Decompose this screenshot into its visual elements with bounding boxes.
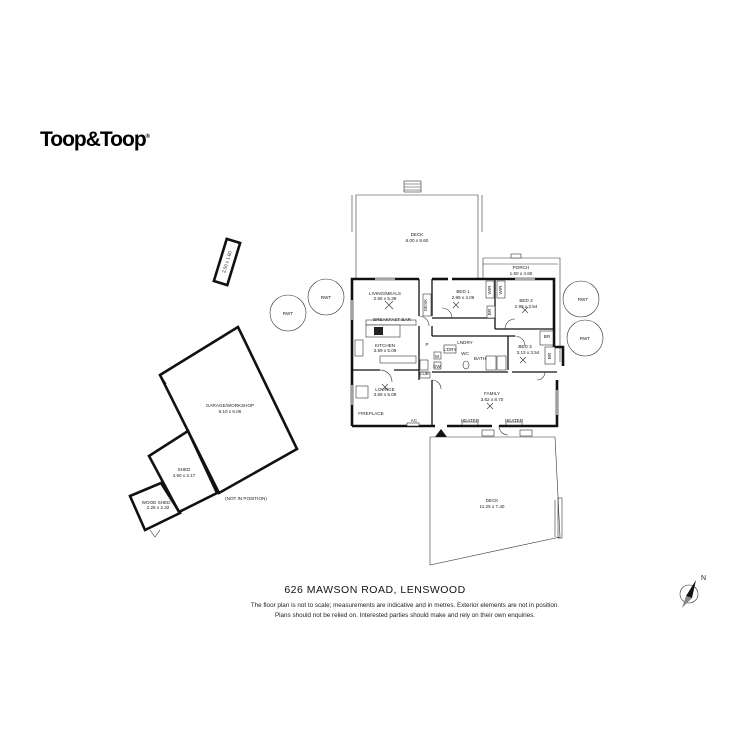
family-name: FAMILY	[484, 391, 500, 396]
small-shed: 2.50 x 1.80	[212, 237, 242, 287]
rainwater-tanks: RWT RWT RWT RWT	[269, 278, 604, 357]
disclaimer-line-1: The floor plan is not to scale; measurem…	[250, 602, 560, 609]
lounge-dims: 3.59 x 5.09	[374, 392, 397, 397]
entry-arrow-icon	[435, 429, 447, 437]
porch: PORCH 1.50 x 4.80	[482, 253, 561, 362]
porch-dims: 1.50 x 4.80	[510, 271, 533, 276]
south-arrow-icon	[682, 596, 692, 608]
fireplace-label: FIREPLACE	[358, 411, 384, 416]
desk-label: DESK	[423, 298, 428, 311]
rwt-label-3: RWT	[578, 297, 589, 302]
br-label-bed3b: BR	[547, 352, 552, 359]
garage-name: GARAGE/WORKSHOP	[206, 403, 254, 408]
disclaimer-line-2: Plans should not be relied on. Intereste…	[274, 612, 536, 619]
wir-label-bed1: WIR	[487, 285, 492, 295]
w-label: W	[435, 354, 440, 359]
ac-label: AC	[411, 418, 418, 423]
br-label-bed1: BR	[487, 308, 492, 315]
deck-bottom-dims: 11.25 x 7.40	[480, 504, 505, 509]
brand-registered-mark: ®	[145, 134, 151, 140]
rwt-label-2: RWT	[321, 295, 332, 300]
family-dims: 3.62 x 8.70	[481, 397, 504, 402]
bed2-dims: 2.99 x 3.54	[515, 304, 538, 309]
bed1-name: BED 1	[456, 289, 470, 294]
woodshed-dims: 2.28 x 2.32	[147, 505, 170, 510]
bed2-name: BED 2	[519, 298, 533, 303]
bed3-dims: 3.13 x 3.54	[517, 350, 540, 355]
fixtures	[354, 293, 529, 427]
cub-label: CUB	[419, 371, 429, 376]
rwt-tank-1	[269, 294, 307, 332]
deck-top: DECK 6.00 x 8.60	[351, 180, 483, 278]
shed-name: SHED	[178, 467, 191, 472]
bath-label: BATH	[474, 356, 486, 361]
disclaimer: The floor plan is not to scale; measurem…	[0, 601, 750, 621]
deck-top-dims: 6.00 x 8.60	[406, 238, 429, 243]
garage-dims: 9.10 x 6.06	[219, 409, 242, 414]
breakfast-bar-label: BREAKFAST BAR	[373, 317, 411, 322]
heater-label-1: HEATER	[461, 418, 480, 423]
woodshed-name: WOOD SHED	[142, 500, 172, 505]
rwt-tank-3	[562, 280, 600, 318]
kitchen-name: KITCHEN	[375, 343, 395, 348]
pantry-label: P	[425, 342, 428, 347]
compass-label: N	[701, 575, 706, 582]
brand-name: Toop&Toop	[40, 128, 147, 151]
compass: N	[679, 575, 706, 608]
br-label-bed3: BR	[544, 334, 551, 339]
lndry-label: LNDRY	[457, 340, 473, 345]
ldry-label: L'DRY	[443, 347, 456, 352]
north-arrow-icon	[686, 580, 696, 598]
wc-label: WC	[461, 351, 469, 356]
bed1-dims: 2.99 x 4.06	[452, 295, 475, 300]
rwt-label-1: RWT	[283, 311, 294, 316]
windows	[351, 278, 558, 415]
kitchen-dims: 3.59 x 5.09	[374, 348, 397, 353]
heater-label-2: HEATER	[505, 418, 524, 423]
house-walls	[350, 277, 565, 436]
bed3-name: BED 3	[518, 344, 532, 349]
deck-top-name: DECK	[411, 232, 425, 237]
lounge-name: LOUNGE	[375, 387, 394, 392]
wir-label-bed2: WIR	[498, 285, 503, 295]
rwt-tank-4	[566, 319, 604, 357]
not-in-position-label: (NOT IN POSITION)	[225, 496, 267, 501]
living-dims: 2.65 x 5.39	[374, 296, 397, 301]
dw-label: DW	[433, 364, 441, 369]
room-labels: LIVING/MEALS 2.65 x 5.39 BED 1 2.99 x 4.…	[358, 285, 552, 423]
brand-logo: Toop&Toop®	[40, 128, 150, 152]
wood-shed: WOOD SHED 2.28 x 2.32	[128, 481, 182, 538]
deck-bottom: DECK 11.25 x 7.40	[429, 429, 563, 566]
compass-ring	[679, 584, 699, 604]
deck-bottom-name: DECK	[486, 498, 500, 503]
property-address: 626 MAWSON ROAD, LENSWOOD	[284, 584, 466, 596]
porch-name: PORCH	[513, 265, 530, 270]
rwt-tank-2	[307, 278, 345, 316]
rwt-label-4: RWT	[580, 336, 591, 341]
living-name: LIVING/MEALS	[369, 291, 401, 296]
shed-dims: 4.60 x 3.17	[173, 473, 196, 478]
small-shed-dims: 2.50 x 1.80	[221, 250, 233, 274]
